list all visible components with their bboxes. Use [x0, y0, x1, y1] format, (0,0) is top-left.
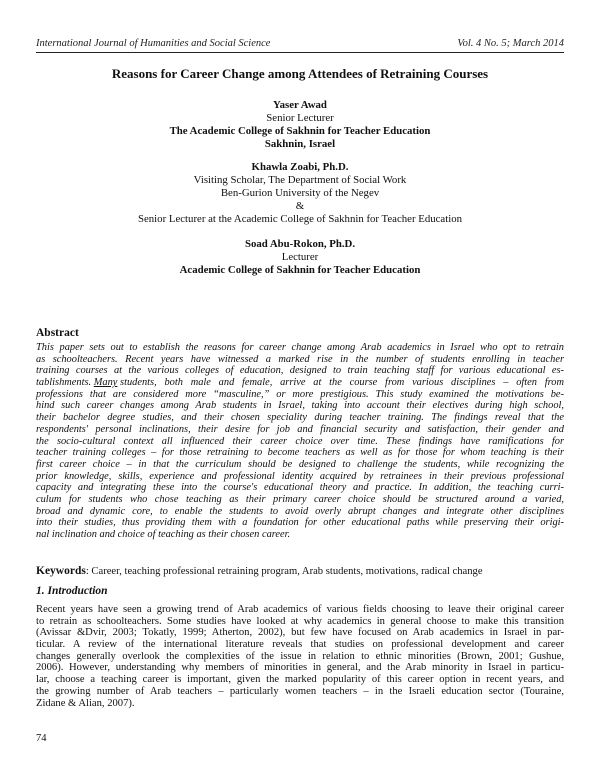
intro-line: the growing number of Arab teachers – pa…	[36, 685, 564, 697]
abstract-line: teacher training colleges – for those re…	[36, 447, 564, 459]
author-location: Sakhnin, Israel	[264, 138, 336, 150]
intro-line: to retrain as schoolteachers. Some studi…	[36, 615, 564, 627]
abstract-line: capacity and integrating these into the …	[36, 482, 564, 494]
abstract-line: their bachelor degree studies, and their…	[36, 412, 564, 424]
underlined-word: Many	[93, 377, 118, 389]
abstract-heading: Abstract	[36, 327, 79, 339]
abstract-line: culum for students who chose teaching as…	[36, 493, 564, 505]
abstract-line: prior knowledge, skills, experience and …	[36, 470, 564, 482]
intro-line: Zidane & Alian, 2007).	[36, 697, 135, 709]
intro-line: ticular. A review of the international l…	[36, 639, 564, 651]
introduction-body: Recent years have seen a growing trend o…	[36, 604, 564, 709]
abstract-line: as schoolteachers. Recent years have wit…	[36, 353, 564, 365]
issue-info: Vol. 4 No. 5; March 2014	[457, 38, 564, 49]
author-block-1: Yaser Awad Senior Lecturer The Academic …	[0, 99, 600, 151]
keywords-label: Keywords	[36, 565, 86, 577]
abstract-line: broad and dynamic core, to enable the st…	[36, 505, 564, 517]
abstract-line: This paper sets out to establish the rea…	[36, 342, 564, 353]
author-block-2: Khawla Zoabi, Ph.D. Visiting Scholar, Th…	[0, 161, 600, 226]
abstract-line: training courses at the various colleges…	[36, 365, 564, 377]
author-name: Khawla Zoabi, Ph.D.	[251, 161, 349, 173]
intro-line: changes generally overlook the complexit…	[36, 650, 564, 662]
abstract-line: into their studies, thus providing them …	[36, 517, 564, 529]
author-affiliation: Academic College of Sakhnin for Teacher …	[179, 264, 421, 276]
abstract-body: This paper sets out to establish the rea…	[36, 342, 564, 541]
author-position: Lecturer	[281, 251, 319, 263]
author-position: Senior Lecturer	[266, 112, 334, 124]
paper-title: Reasons for Career Change among Attendee…	[111, 66, 489, 81]
abstract-line: nal inclination and choice of teaching a…	[36, 529, 291, 540]
author-affiliation: Ben-Gurion University of the Negev	[220, 187, 380, 199]
author-affiliation-2: Senior Lecturer at the Academic College …	[137, 213, 463, 225]
author-name: Soad Abu-Rokon, Ph.D.	[244, 238, 356, 250]
author-name: Yaser Awad	[273, 99, 327, 111]
abstract-line: tablishments. Many students, both male a…	[36, 377, 564, 389]
keywords: Keywords: Career, teaching professional …	[36, 565, 483, 577]
running-header: International Journal of Humanities and …	[36, 38, 564, 53]
introduction-heading: 1. Introduction	[36, 585, 108, 597]
keywords-text: : Career, teaching professional retraini…	[85, 566, 483, 577]
abstract-line: first career choice – in that the curric…	[36, 458, 564, 470]
author-affiliation: The Academic College of Sakhnin for Teac…	[169, 125, 431, 137]
journal-name: International Journal of Humanities and …	[36, 38, 271, 49]
intro-line: Recent years have seen a growing trend o…	[36, 604, 564, 615]
ampersand: &	[295, 200, 305, 212]
abstract-line: professions that are considered more “ma…	[36, 388, 564, 400]
page-number: 74	[36, 733, 47, 744]
intro-line: 2006). However, understanding why member…	[36, 662, 564, 674]
abstract-line: respondents' personal inclinations, thei…	[36, 423, 564, 435]
author-block-3: Soad Abu-Rokon, Ph.D. Lecturer Academic …	[0, 238, 600, 277]
intro-line: (Avissar &Dvir, 2003; Tokatly, 1999; Ath…	[36, 627, 564, 639]
author-position: Visiting Scholar, The Department of Soci…	[193, 174, 407, 186]
abstract-line: the socio-cultural context all influence…	[36, 435, 564, 447]
abstract-line: hind such career changes among Arab stud…	[36, 400, 564, 412]
intro-line: lar, choose a teaching career is importa…	[36, 674, 564, 686]
